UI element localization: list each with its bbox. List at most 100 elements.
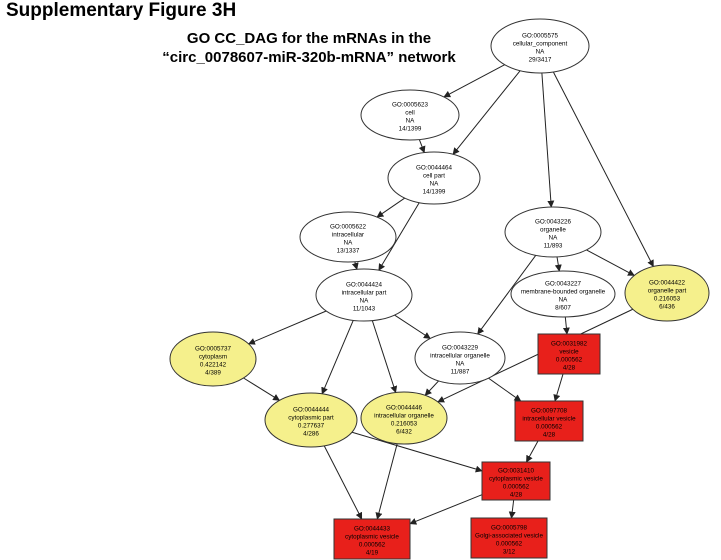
node-id-text: GO:0044446 (386, 405, 423, 412)
node-pvalue-text: 0.216053 (391, 421, 418, 428)
node-id-text: GO:0044464 (416, 165, 453, 172)
node-pvalue-text: NA (344, 240, 354, 247)
node-ratio-text: 29/3417 (529, 57, 552, 64)
edge-0044424-to-0044446 (371, 320, 398, 394)
node-name-text: intracellular (332, 232, 364, 239)
node-rect (514, 400, 584, 442)
edge-0043227-to-0031982 (562, 316, 570, 335)
node-name-text: cellular_component (513, 41, 568, 48)
node-id-text: GO:0031982 (551, 341, 588, 348)
edge-0044464-to-0005622 (376, 197, 406, 218)
edge-0005623-to-0044464 (418, 139, 426, 154)
edge-0044424-to-0044444 (321, 320, 354, 395)
node-ellipse (624, 264, 710, 322)
edge-0005622-to-0044424 (351, 261, 359, 270)
node-name-text: Golgi-associated vesicle (475, 533, 543, 540)
node-ratio-text: 14/1399 (399, 126, 422, 133)
node-name-text: cytoplasmic vesicle (489, 476, 543, 483)
node-pvalue-text: 0.000562 (496, 541, 523, 548)
node-ratio-text: 11/1043 (353, 306, 376, 313)
node-pvalue-text: NA (456, 361, 466, 368)
node-id-text: GO:0043227 (545, 281, 582, 288)
node-pvalue-text: 0.000562 (536, 424, 563, 431)
node-id-text: GO:0005623 (392, 102, 429, 109)
edge-0031410-to-0044433 (409, 494, 483, 525)
edge-0044424-to-0005737 (247, 310, 327, 345)
edge-0043226-to-0043229 (477, 255, 537, 335)
node-ellipse (169, 331, 257, 387)
edge-0005575-to-0005623 (443, 64, 505, 98)
node-name-text: intracellular organelle (430, 353, 490, 360)
node-ratio-text: 11/887 (451, 369, 470, 376)
edges-layer (243, 64, 654, 525)
edge-0044424-to-0043229 (394, 314, 431, 339)
edge-0097708-to-0031410 (526, 440, 539, 463)
node-ratio-text: 8/607 (555, 305, 571, 312)
node-rect (481, 461, 551, 501)
node-ratio-text: 4/28 (543, 432, 556, 439)
edge-0043229-to-0044446 (424, 380, 440, 396)
edge-0005575-to-0044464 (452, 70, 521, 155)
node-ratio-text: 4/19 (366, 550, 379, 557)
node-ratio-text: 13/1337 (337, 248, 360, 255)
node-ratio-text: 14/1399 (423, 189, 446, 196)
node-id-text: GO:0044422 (649, 280, 686, 287)
edge-0005575-to-0044422 (552, 71, 654, 268)
node-name-text: organelle part (648, 288, 687, 295)
node-id-text: GO:0005798 (491, 525, 528, 532)
node-name-text: cytoplasmic vesicle (345, 534, 399, 541)
node-pvalue-text: NA (559, 297, 569, 304)
node-pvalue-text: 0.000562 (359, 542, 386, 549)
node-pvalue-text: 0.277637 (298, 423, 325, 430)
diagram-title-line2: “circ_0078607-miR-320b-mRNA” network (162, 49, 456, 66)
node-pvalue-text: 0.000562 (556, 357, 583, 364)
node-id-text: GO:0043229 (442, 345, 479, 352)
node-name-text: cell (405, 110, 414, 117)
node-name-text: vesicle (559, 349, 579, 356)
node-ellipse (510, 270, 616, 318)
edge-0031982-to-0097708 (553, 373, 564, 402)
edge-0044464-to-0044424 (378, 202, 420, 271)
node-rect (470, 517, 548, 559)
edge-0005575-to-0043226 (541, 72, 555, 208)
node-ratio-text: 6/436 (659, 304, 675, 311)
node-ellipse (490, 18, 590, 74)
node-ellipse (360, 89, 460, 141)
edge-0044446-to-0044433 (375, 443, 398, 520)
node-name-text: membrane-bounded organelle (521, 289, 606, 296)
node-name-text: organelle (540, 227, 566, 234)
diagram-title-line1: GO CC_DAG for the mRNAs in the (186, 30, 432, 47)
node-ellipse (360, 391, 448, 445)
node-ratio-text: 4/28 (510, 492, 523, 499)
node-pvalue-text: NA (536, 49, 546, 56)
node-rect (333, 518, 411, 560)
node-id-text: GO:0005737 (195, 346, 232, 353)
node-ellipse (504, 206, 602, 258)
edge-0031410-to-0005798 (508, 499, 516, 519)
node-pvalue-text: 0.422142 (200, 362, 227, 369)
node-ellipse (315, 268, 413, 322)
node-pvalue-text: NA (360, 298, 370, 305)
node-ratio-text: 6/432 (396, 429, 412, 436)
node-ellipse (414, 331, 506, 385)
node-ratio-text: 11/893 (544, 243, 563, 250)
node-id-text: GO:0044444 (293, 407, 330, 414)
node-id-text: GO:0031410 (498, 468, 535, 475)
edge-0043226-to-0044422 (586, 249, 635, 276)
node-pvalue-text: 0.216053 (654, 296, 681, 303)
node-id-text: GO:0097708 (531, 408, 568, 415)
node-id-text: GO:0043226 (535, 219, 572, 226)
